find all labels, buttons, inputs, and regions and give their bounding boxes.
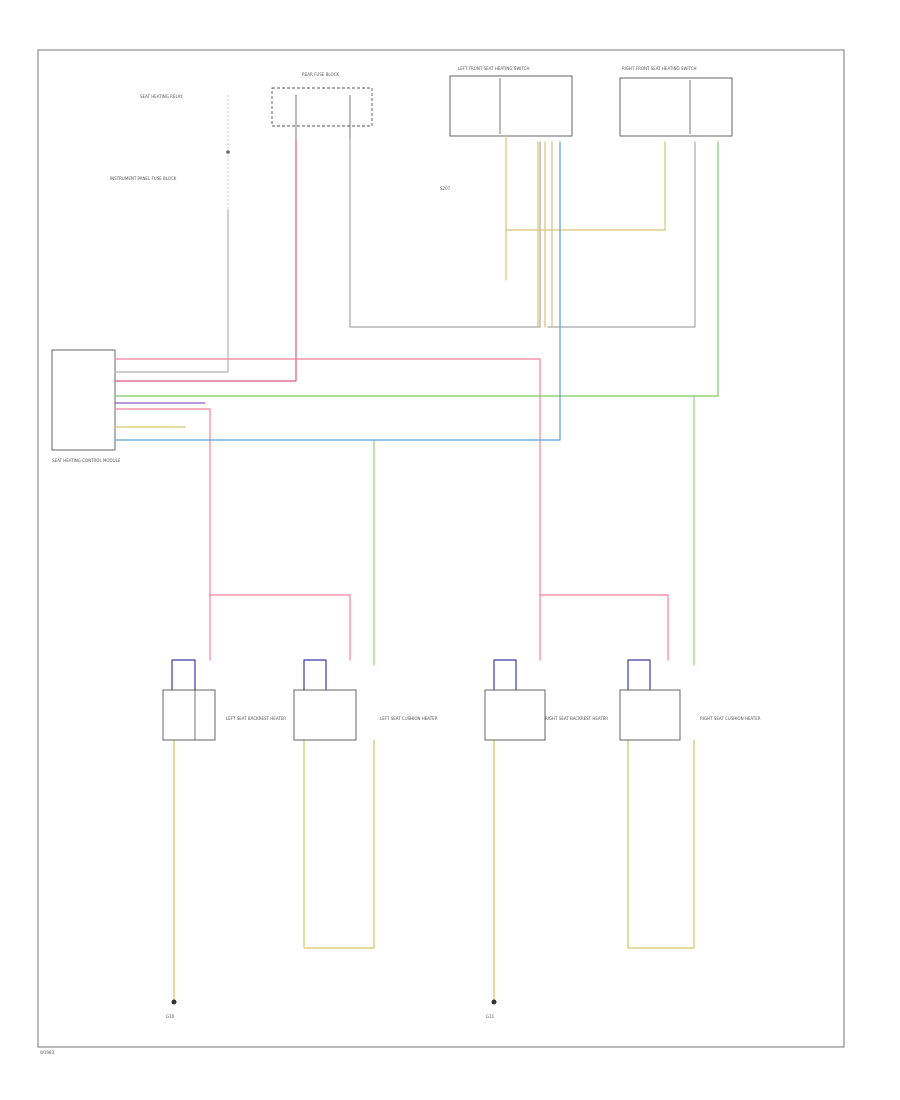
right-switch-group: RIGHT FRONT SEAT HEATING SWITCH [619,66,733,137]
heater-2: LEFT SEAT CUSHION HEATER [293,659,438,741]
heater-4: RIGHT SEAT CUSHION HEATER [619,659,761,741]
right-switch-label: RIGHT FRONT SEAT HEATING SWITCH [622,66,697,71]
heater-3-label: RIGHT SEAT BACKREST HEATER [545,716,608,721]
ground-right-label: G11 [486,1014,495,1019]
fuse-block-group: REAR FUSE BLOCK [271,72,373,140]
left-switch-sublabel: S207 [440,186,451,191]
wires [114,134,719,1001]
control-module-label: SEAT HEATING CONTROL MODULE [52,458,121,463]
heater-1: LEFT SEAT BACKREST HEATER [162,659,286,741]
top-left-relay-label: SEAT HEATING RELAY [140,94,183,99]
top-left-relay-group: SEAT HEATING RELAY INSTRUMENT PANEL FUSE… [110,94,230,210]
page-border [37,49,845,1048]
left-switch-label: LEFT FRONT SEAT HEATING SWITCH [458,66,529,71]
page-id: W1983 [40,1050,55,1055]
top-left-block-label: INSTRUMENT PANEL FUSE BLOCK [110,176,177,181]
ground-left-label: G10 [166,1014,175,1019]
ground-right: G11 [486,999,497,1019]
heater-3: RIGHT SEAT BACKREST HEATER [484,659,608,741]
heater-2-label: LEFT SEAT CUSHION HEATER [380,716,438,721]
left-switch-group: LEFT FRONT SEAT HEATING SWITCH S207 [440,66,573,191]
control-module: SEAT HEATING CONTROL MODULE [51,349,121,463]
heater-4-label: RIGHT SEAT CUSHION HEATER [700,716,761,721]
fuse-block-label: REAR FUSE BLOCK [302,72,339,77]
ground-left: G10 [166,999,177,1019]
heater-1-label: LEFT SEAT BACKREST HEATER [226,716,286,721]
